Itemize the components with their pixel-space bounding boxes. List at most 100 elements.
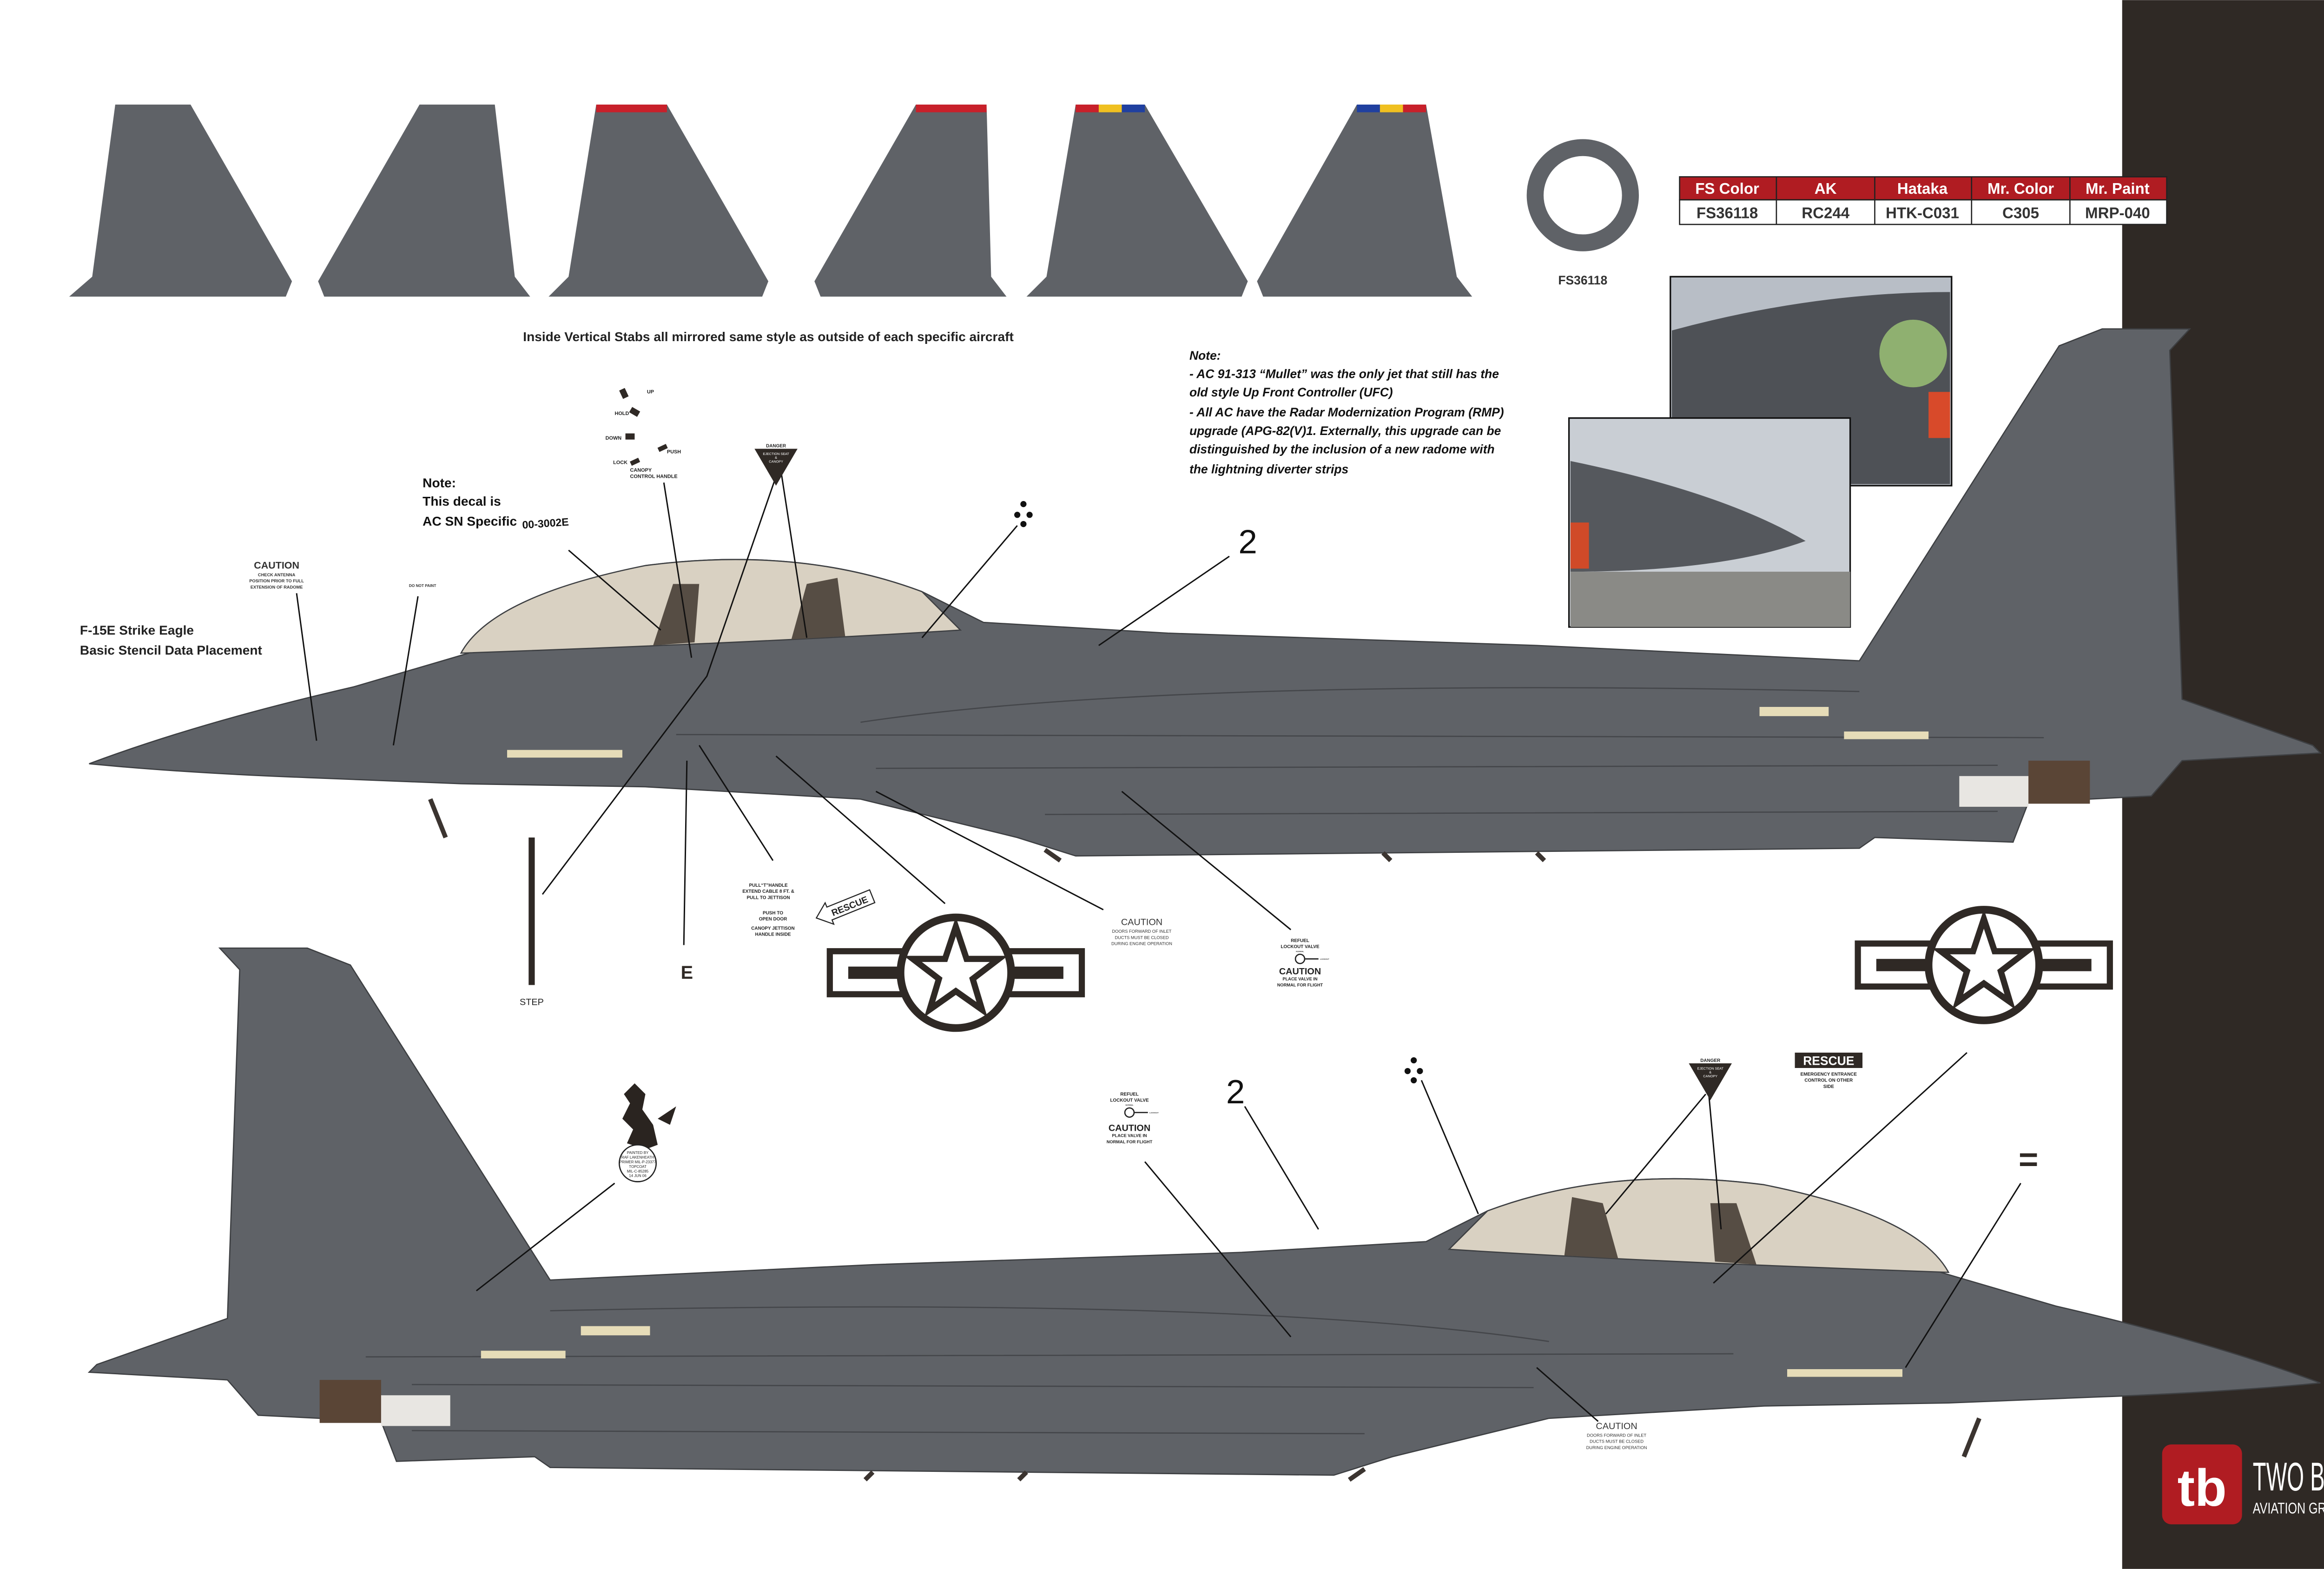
stencil-line: LOCKOUT VALVE xyxy=(1281,944,1320,949)
stab-5 xyxy=(1026,105,1248,297)
stencil-line: DUCTS MUST BE CLOSED xyxy=(1115,935,1169,940)
stencil-line: PUSH TO xyxy=(763,910,783,916)
subtitle: Basic Stencil Data Placement xyxy=(80,643,263,658)
stencil-line: NORMAL FOR FLIGHT xyxy=(1107,1140,1153,1144)
stencil-danger-triangle: DANGER EJECTION SEAT & CANOPY xyxy=(1689,1058,1732,1101)
stamp-line: PRIMER MIL-P-23377 xyxy=(620,1160,656,1164)
stencil-title: CAUTION xyxy=(254,560,299,571)
table-cell: HTK-C031 xyxy=(1886,205,1959,222)
danger-line: CANOPY xyxy=(1703,1074,1717,1078)
stencil-title: CAUTION xyxy=(1109,1123,1150,1134)
valve-lockout-label: LOCKOUT xyxy=(1320,958,1329,960)
stencil-line: LOCKOUT VALVE xyxy=(1110,1098,1149,1103)
stamp-line: RAF LAKENHEATH xyxy=(621,1155,654,1160)
label-up: UP xyxy=(647,389,654,395)
stencil-jettison: PULL“T”HANDLE EXTEND CABLE 8 FT. & PULL … xyxy=(742,883,794,937)
note-line: - AC 91-313 “Mullet” was the only jet th… xyxy=(1189,367,1499,381)
stamp-line: TOPCOAT xyxy=(629,1165,647,1169)
stamp-line: PAINTED BY xyxy=(627,1151,649,1155)
stab-6 xyxy=(1257,105,1472,297)
stencil-rescue-box: RESCUE EMERGENCY ENTRANCE CONTROL ON OTH… xyxy=(1795,1052,1863,1089)
note-line: distinguished by the inclusion of a new … xyxy=(1189,442,1495,456)
valve-normal-label: NORMAL xyxy=(1296,950,1304,952)
national-insignia xyxy=(826,913,1085,1032)
stencil-line: DURING ENGINE OPERATION xyxy=(1586,1445,1647,1450)
rescue-title: RESCUE xyxy=(1803,1054,1854,1068)
vertical-stabs xyxy=(69,105,1472,297)
stencil-caution-inlet: CAUTION DOORS FORWARD OF INLET DUCTS MUS… xyxy=(1586,1421,1647,1450)
stencil-line: PULL“T”HANDLE xyxy=(749,883,788,888)
stencil-line: CANOPY JETTISON xyxy=(751,926,794,931)
stencil-rescue-arrow: RESCUE xyxy=(815,889,876,925)
stab-2 xyxy=(318,105,530,297)
table-header: AK xyxy=(1815,180,1837,198)
table-cell: FS36118 xyxy=(1697,205,1758,222)
table-header: Mr. Color xyxy=(1987,180,2054,198)
table-header: Mr. Paint xyxy=(2086,180,2150,198)
stab-1 xyxy=(69,105,292,297)
stencil-title: CAUTION xyxy=(1596,1421,1637,1431)
reference-photo-nose xyxy=(1568,417,1851,628)
danger-label: DANGER xyxy=(1700,1058,1720,1063)
table-cell: RC244 xyxy=(1802,205,1849,222)
danger-label: DANGER xyxy=(766,443,786,448)
title: F-15E Strike Eagle xyxy=(80,623,194,638)
aircraft-right-side xyxy=(89,948,2320,1480)
dot-marker xyxy=(1404,1057,1423,1084)
national-insignia xyxy=(1855,906,2113,1024)
leader-lines xyxy=(296,468,2021,1422)
logo-name: TWO BOBS xyxy=(2253,1455,2324,1499)
label-hold: HOLD xyxy=(614,411,629,416)
stencil-canopy-handle: UP HOLD DOWN PUSH LOCK CANOPY CONTROL HA… xyxy=(606,388,681,479)
stencil-step: STEP xyxy=(520,997,544,1007)
label-control-handle: CONTROL HANDLE xyxy=(630,474,678,479)
stencil-danger-triangle: DANGER EJECTION SEAT & CANOPY xyxy=(754,443,798,486)
stab-3 xyxy=(548,105,769,297)
valve-normal-label: NORMAL xyxy=(1125,1104,1134,1106)
stamp-line: 14 JUN 06 xyxy=(629,1174,647,1178)
note-line: old style Up Front Controller (UFC) xyxy=(1189,385,1393,399)
note-heading: Note: xyxy=(1189,349,1221,363)
stencil-line: DUCTS MUST BE CLOSED xyxy=(1590,1439,1644,1444)
stencil-line: EXTENSION OF RADOME xyxy=(251,585,303,589)
stencil-caution-inlet: CAUTION DOORS FORWARD OF INLET DUCTS MUS… xyxy=(1111,917,1172,946)
stencil-refuel-lockout: REFUEL LOCKOUT VALVE NORMAL LOCKOUT CAUT… xyxy=(1107,1092,1159,1144)
valve-lockout-label: LOCKOUT xyxy=(1149,1112,1159,1114)
label-lock: LOCK xyxy=(613,460,627,466)
label-down: DOWN xyxy=(606,435,622,441)
stencil-line: NORMAL FOR FLIGHT xyxy=(1277,983,1323,988)
danger-line: & xyxy=(1709,1070,1711,1075)
stencil-title: CAUTION xyxy=(1121,917,1162,928)
paint-stamp: PAINTED BY RAF LAKENHEATH PRIMER MIL-P-2… xyxy=(619,1144,657,1182)
note-line: This decal is xyxy=(423,494,501,508)
logo-tagline: AVIATION GRAPHICS xyxy=(2253,1500,2324,1517)
label-push: PUSH xyxy=(667,449,681,455)
stencil-line: HANDLE INSIDE xyxy=(755,932,791,937)
note-line: upgrade (APG-82(V)1. Externally, this up… xyxy=(1189,424,1501,438)
stencil-line: EXTEND CABLE 8 FT. & xyxy=(742,889,794,894)
stencil-line: REFUEL xyxy=(1120,1092,1139,1097)
stab-4 xyxy=(814,105,1007,297)
stencil-line: POSITION PRIOR TO FULL xyxy=(249,579,304,583)
stencil-letter-e: E xyxy=(681,962,693,983)
note-line: Note: xyxy=(423,475,456,490)
stencil-line: CHECK ANTENNA xyxy=(258,573,296,577)
serial-number: 00-3002E xyxy=(522,516,569,531)
danger-line: EJECTION SEAT xyxy=(1697,1066,1724,1070)
table-cell: C305 xyxy=(2002,205,2039,222)
table-cell: MRP-040 xyxy=(2085,205,2150,222)
stencil-line: DURING ENGINE OPERATION xyxy=(1111,941,1172,946)
stencil-number-two: 2 xyxy=(1226,1073,1245,1111)
stencil-caution-radome: CAUTION CHECK ANTENNA POSITION PRIOR TO … xyxy=(249,560,304,589)
stencil-number-two: 2 xyxy=(1238,523,1257,560)
stencil-equals: = xyxy=(2019,1140,2038,1178)
note-line: - All AC have the Radar Modernization Pr… xyxy=(1189,405,1504,419)
stencil-line: SIDE xyxy=(1823,1084,1835,1089)
note-line: AC SN Specific xyxy=(423,514,517,528)
stencil-do-not-paint: DO NOT PAINT xyxy=(409,584,436,588)
stab-caption: Inside Vertical Stabs all mirrored same … xyxy=(523,330,1014,344)
logo-mark xyxy=(2162,1444,2242,1524)
paint-table: FS Color AK Hataka Mr. Color Mr. Paint F… xyxy=(1679,176,2167,225)
stencil-line: PLACE VALVE IN xyxy=(1282,977,1318,982)
